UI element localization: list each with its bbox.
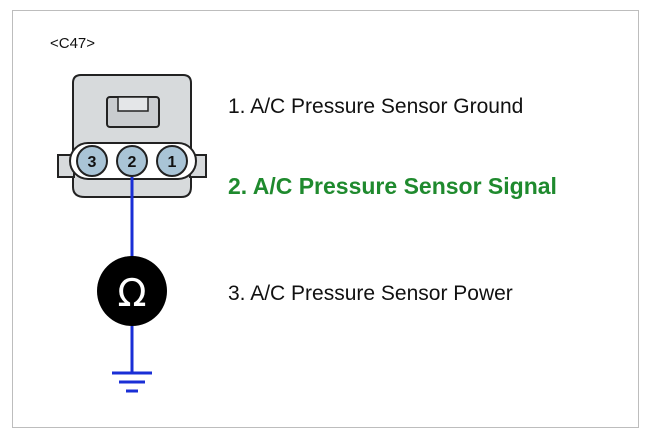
terminal-2-label: 2 xyxy=(128,154,137,171)
ground-icon xyxy=(112,371,152,393)
terminal-1-label: 1 xyxy=(168,154,177,171)
pin-2-description: 2. A/C Pressure Sensor Signal xyxy=(228,173,557,199)
connector-id-label: <C47> xyxy=(50,35,96,52)
connector-diagram: 3 2 1 Ω xyxy=(57,74,207,393)
terminal-3: 3 xyxy=(76,145,108,177)
ohm-symbol: Ω xyxy=(117,271,146,315)
pin-3-description: 3. A/C Pressure Sensor Power xyxy=(228,282,513,305)
terminal-1: 1 xyxy=(156,145,188,177)
ohmmeter: Ω xyxy=(97,256,167,326)
terminal-3-label: 3 xyxy=(88,154,97,171)
pin-1-description: 1. A/C Pressure Sensor Ground xyxy=(228,95,524,118)
diagram-frame: <C47> 3 2 1 xyxy=(12,10,639,428)
terminal-2: 2 xyxy=(116,145,148,177)
